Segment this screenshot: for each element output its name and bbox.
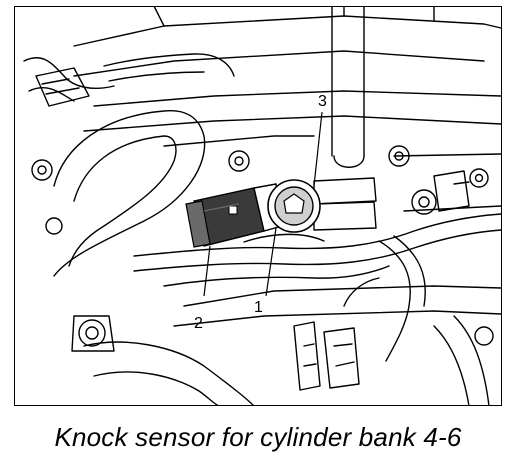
bolt-heads xyxy=(32,146,493,345)
leader-2 xyxy=(204,246,210,296)
engine-bay-drawing: 2 1 3 xyxy=(14,6,502,406)
figure-caption: Knock sensor for cylinder bank 4-6 xyxy=(54,422,462,452)
mounting-bolt xyxy=(268,180,320,232)
engine-linework xyxy=(24,6,501,406)
callout-leaders xyxy=(204,112,322,296)
leader-3 xyxy=(314,112,322,186)
leader-1 xyxy=(266,228,276,296)
callout-1: 1 xyxy=(254,299,263,316)
callout-3: 3 xyxy=(318,93,327,110)
callout-2: 2 xyxy=(194,315,203,332)
